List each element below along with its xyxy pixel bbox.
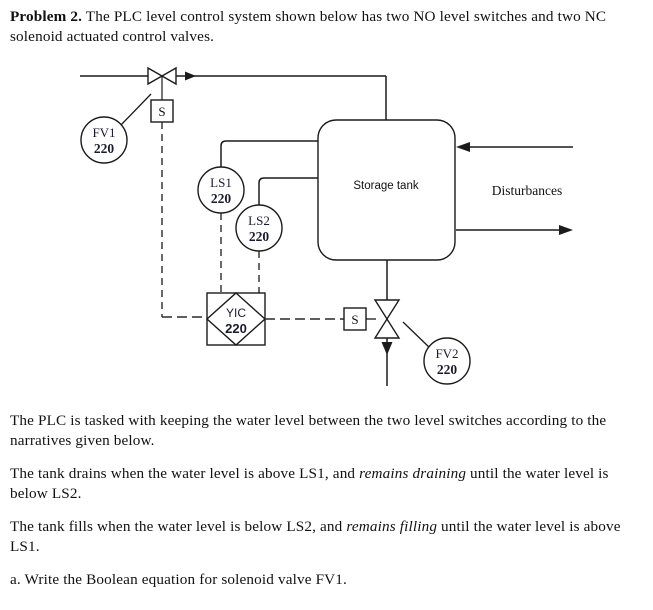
yic-number: 220 — [225, 321, 247, 336]
drain-pipe — [381, 260, 393, 386]
paragraph-plc-task: The PLC is tasked with keeping the water… — [10, 411, 644, 450]
instrument-bubble-ls1[interactable]: LS1 220 — [197, 166, 245, 214]
valve-fv1[interactable] — [147, 66, 177, 100]
solenoid-fv1-label: S — [158, 104, 165, 119]
ls1-number: 220 — [211, 191, 232, 206]
drain-text-pre: The tank drains when the water level is … — [10, 465, 360, 482]
drain-text-post: until the water level is below LS2. — [10, 465, 609, 502]
plc-task-text: The PLC is tasked with keeping the water… — [10, 412, 607, 449]
ls2-tag: LS2 — [248, 213, 270, 228]
fill-text-pre: The tank fills when the water level is b… — [10, 518, 347, 535]
ls1-tag: LS1 — [210, 175, 232, 190]
controller-yic[interactable]: YIC 220 — [205, 292, 267, 346]
instrument-bubble-fv1[interactable]: FV1 220 — [80, 93, 152, 164]
level-switch-ls2-connection — [258, 177, 318, 206]
fv2-tag: FV2 — [435, 346, 458, 361]
solenoid-fv2-label: S — [351, 312, 358, 327]
disturbances-label: Disturbances — [492, 183, 562, 198]
signal-line-fv1-to-yic — [161, 122, 207, 318]
drain-flow-arrow — [381, 342, 393, 355]
fill-text-post: until the water level is above LS1. — [10, 518, 621, 555]
level-switch-ls1-connection — [220, 140, 318, 168]
intro-text: The PLC level control system shown below… — [10, 8, 607, 45]
disturbance-inflow — [456, 142, 573, 152]
inlet-flow-arrow — [185, 71, 196, 81]
paragraph-fill-narrative: The tank fills when the water level is b… — [10, 517, 644, 556]
paragraph-intro: Problem 2. The PLC level control system … — [10, 7, 644, 46]
instrument-bubble-ls2[interactable]: LS2 220 — [235, 204, 283, 252]
paragraph-drain-narrative: The tank drains when the water level is … — [10, 464, 644, 503]
fill-emphasis: remains filling — [346, 518, 438, 535]
solenoid-fv1[interactable]: S — [150, 99, 174, 123]
storage-tank-label: Storage tank — [353, 180, 418, 192]
yic-tag: YIC — [226, 306, 246, 320]
fv1-tag: FV1 — [92, 125, 115, 140]
drain-emphasis: remains draining — [359, 465, 467, 482]
fv2-number: 220 — [437, 362, 458, 377]
inlet-pipe — [80, 71, 387, 120]
instrument-bubble-fv2[interactable]: FV2 220 — [402, 321, 471, 385]
plc-level-control-diagram: S FV1 220 Storage tank — [0, 50, 653, 400]
storage-tank: Storage tank — [317, 119, 456, 261]
paragraph-question-a: a. Write the Boolean equation for soleno… — [10, 570, 644, 590]
problem-label: Problem 2. — [10, 8, 83, 25]
solenoid-fv2[interactable]: S — [343, 307, 367, 331]
fv1-number: 220 — [94, 141, 115, 156]
disturbance-outflow — [456, 225, 573, 235]
question-a-text: a. Write the Boolean equation for soleno… — [10, 571, 347, 588]
ls2-number: 220 — [249, 229, 270, 244]
valve-fv2[interactable] — [373, 299, 401, 339]
